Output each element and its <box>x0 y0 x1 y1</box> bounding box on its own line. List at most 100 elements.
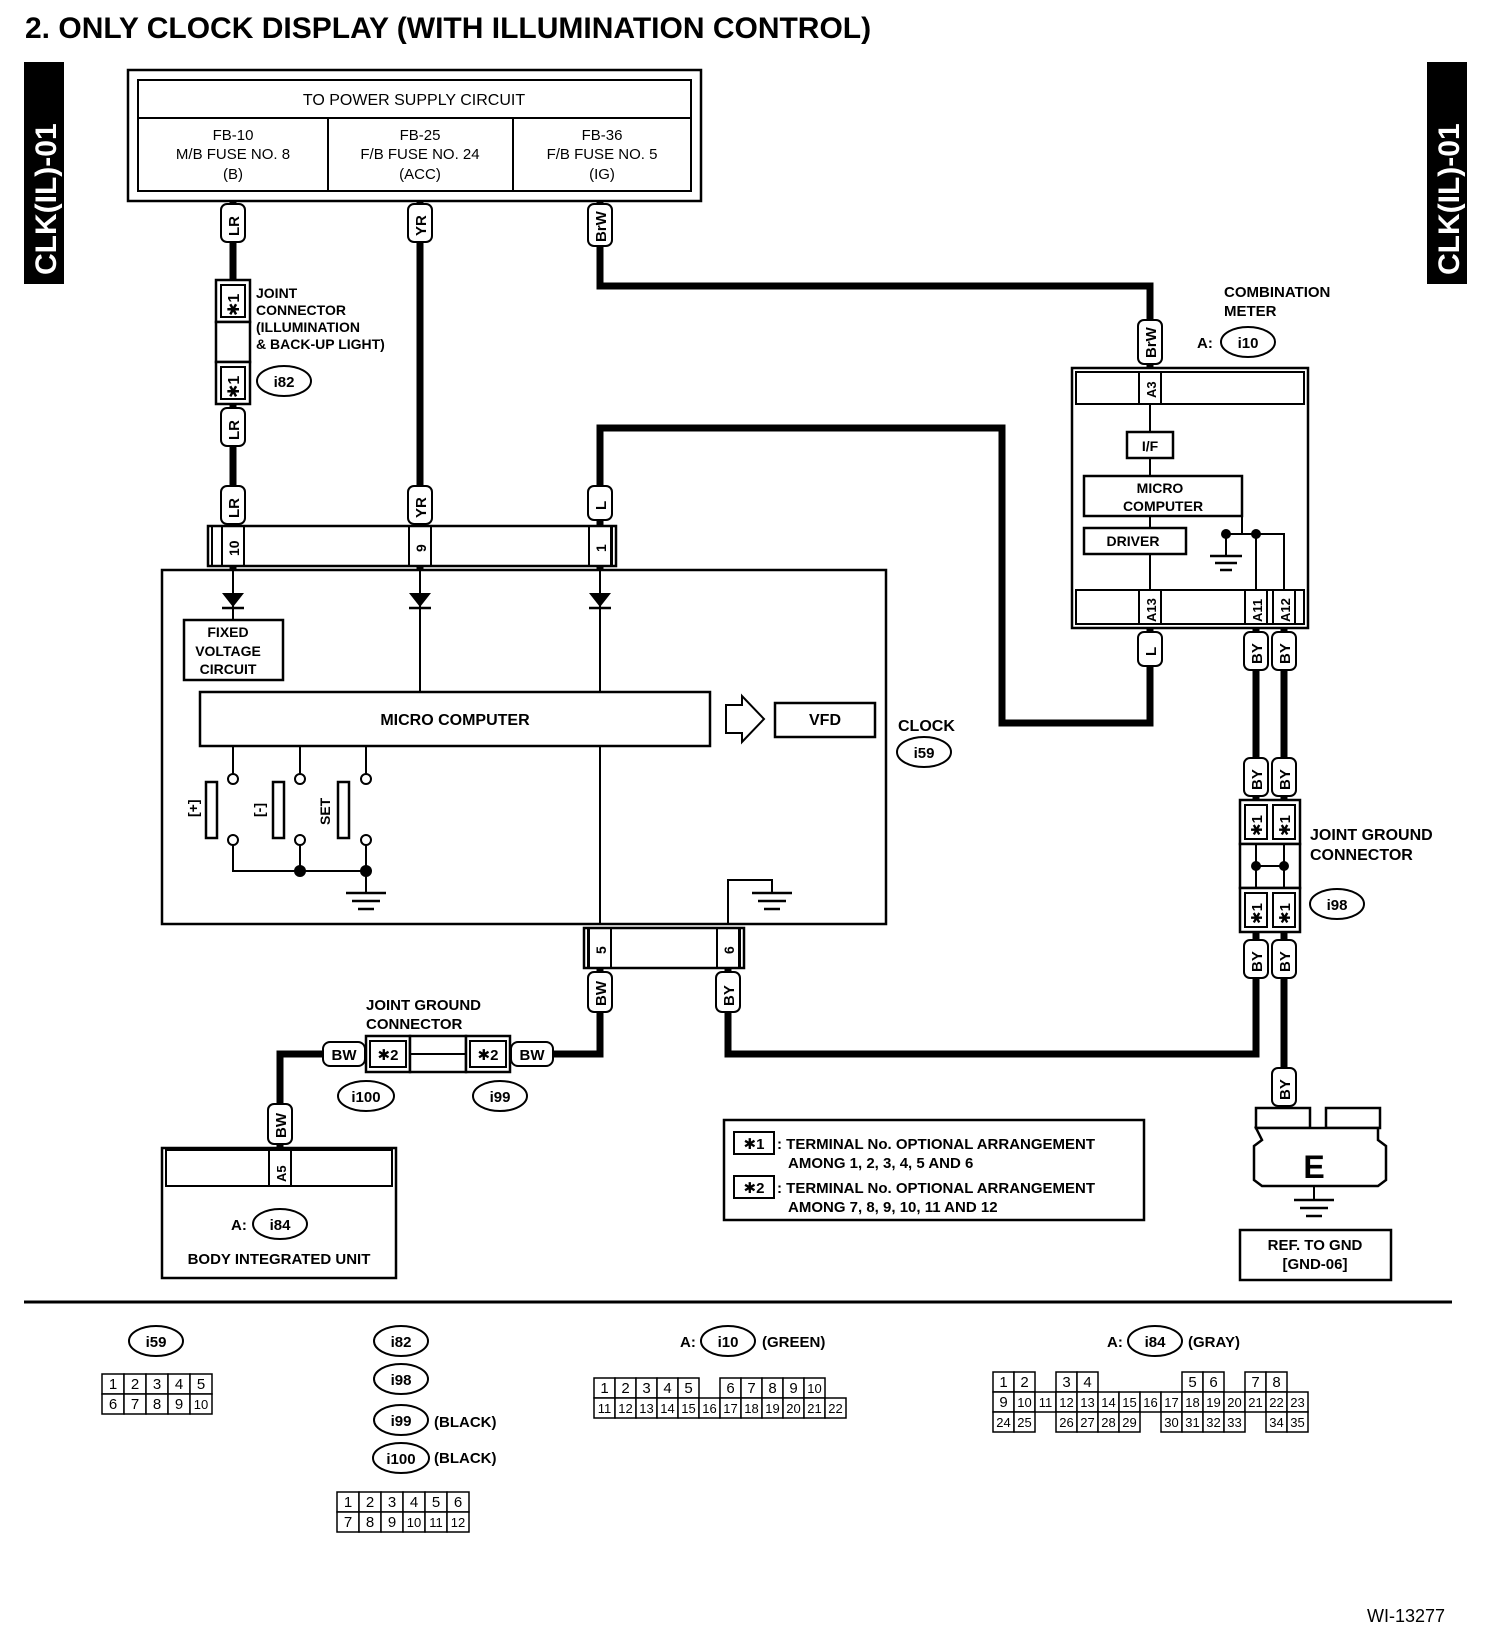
clock-pin-1: 1 <box>593 544 609 552</box>
clock-micro-computer <box>198 690 712 748</box>
pin-number: 8 <box>153 1396 161 1413</box>
vfd-box <box>773 701 877 739</box>
pin-cell <box>824 1397 847 1419</box>
cm-pin-a3: A3 <box>1144 381 1159 398</box>
cv-i98-code: i98 <box>391 1372 412 1389</box>
svg-text:L: L <box>1143 647 1160 656</box>
biu-label: BODY INTEGRATED UNIT <box>188 1251 371 1268</box>
pin-number: 4 <box>663 1380 671 1397</box>
wire-label-yr-2: YR <box>407 485 433 525</box>
ground-e: E REF. TO GND [GND-06] <box>1238 1106 1393 1282</box>
pin-number: 16 <box>702 1401 716 1416</box>
pin-number: 11 <box>429 1515 443 1530</box>
jc-i82-mark-1: ✱1 <box>226 294 243 316</box>
wire-label-lr-1: LR <box>220 203 246 243</box>
pin-number: 11 <box>1039 1395 1053 1410</box>
ground-ref-1: REF. TO GND <box>1268 1237 1363 1254</box>
switch-minus: [-] <box>251 803 267 817</box>
svg-text:BrW: BrW <box>593 210 610 242</box>
fixed-voltage-circuit <box>182 618 285 682</box>
pin-number: 23 <box>1290 1395 1304 1410</box>
pin-number: 8 <box>366 1514 374 1531</box>
pin-cell <box>446 1511 470 1533</box>
jc-i82-mark-2: ✱1 <box>226 376 243 398</box>
pin-number: 4 <box>1083 1374 1091 1391</box>
pin-number: 9 <box>388 1514 396 1531</box>
pin-number: 8 <box>1272 1374 1280 1391</box>
pin-number: 5 <box>197 1376 205 1393</box>
cm-micro-2: COMPUTER <box>1123 498 1203 514</box>
jgb-code-i99: i99 <box>490 1089 511 1106</box>
pin-number: 13 <box>639 1401 653 1416</box>
fuse-2-id: FB-25 <box>400 127 441 144</box>
pin-number: 20 <box>1227 1395 1241 1410</box>
wire-label-bw-1: BW <box>587 971 613 1013</box>
jg98-mark-4: ✱1 <box>1277 903 1294 924</box>
svg-text:BY: BY <box>1249 951 1266 972</box>
pin-number: 5 <box>1188 1374 1196 1391</box>
clock-micro-label: MICRO COMPUTER <box>380 712 530 729</box>
clock-code: i59 <box>914 745 935 762</box>
fvc-line-3: CIRCUIT <box>200 661 257 677</box>
pin-cell <box>1013 1411 1036 1433</box>
pin-number: 9 <box>175 1396 183 1413</box>
pin-number: 4 <box>175 1376 183 1393</box>
pin-number: 19 <box>1206 1395 1220 1410</box>
clock-pin-5: 5 <box>593 946 609 954</box>
clock-pin-6: 6 <box>721 946 737 954</box>
jc-i82-line-2: CONNECTOR <box>256 302 346 318</box>
pin-number: 19 <box>765 1401 779 1416</box>
pin-number: 1 <box>109 1376 117 1393</box>
jc-i82-code: i82 <box>274 374 295 391</box>
cv-i84-color: (GRAY) <box>1188 1334 1240 1351</box>
note-2-line-2: AMONG 7, 8, 9, 10, 11 AND 12 <box>788 1199 998 1216</box>
pin-number: 2 <box>131 1376 139 1393</box>
fuse-1-name: M/B FUSE NO. 8 <box>176 146 290 163</box>
pin-number: 14 <box>660 1401 674 1416</box>
svg-text:YR: YR <box>413 215 430 236</box>
ground-letter: E <box>1303 1149 1324 1185</box>
jg98-line-1: JOINT GROUND <box>1310 827 1433 844</box>
pin-number: 7 <box>344 1514 352 1531</box>
svg-text:BY: BY <box>1277 951 1294 972</box>
jg98-code: i98 <box>1327 897 1348 914</box>
cm-driver: DRIVER <box>1107 533 1160 549</box>
wire-label-bw-2: BW <box>267 1103 293 1145</box>
pin-number: 6 <box>109 1396 117 1413</box>
pin-number: 12 <box>451 1515 465 1530</box>
wire-label-by-5: BY <box>1243 939 1269 979</box>
svg-text:BW: BW <box>520 1047 546 1064</box>
pin-number: 17 <box>723 1401 737 1416</box>
switch-plus: [+] <box>185 800 201 818</box>
joint-ground-connector-bottom: JOINT GROUND CONNECTOR BW ✱2 ✱2 BW i100 … <box>322 997 554 1112</box>
jg98-mark-1: ✱1 <box>1249 815 1266 836</box>
svg-text:LR: LR <box>226 420 243 440</box>
pin-cell <box>1223 1411 1246 1433</box>
cv-i100-color: (BLACK) <box>434 1450 496 1467</box>
pin-number: 17 <box>1164 1395 1178 1410</box>
pin-number: 7 <box>131 1396 139 1413</box>
wire-label-brw-1: BrW <box>587 203 613 247</box>
cm-micro-1: MICRO <box>1137 480 1184 496</box>
body-integrated-unit: A5 A: i84 BODY INTEGRATED UNIT <box>160 1146 398 1280</box>
svg-text:BW: BW <box>273 1112 290 1138</box>
wire-label-yr-1: YR <box>407 203 433 243</box>
svg-text:BY: BY <box>1249 769 1266 790</box>
svg-text:LR: LR <box>226 216 243 236</box>
pin-number: 30 <box>1164 1415 1178 1430</box>
wire-label-by-1: BY <box>1243 631 1269 671</box>
jc-i82-line-1: JOINT <box>256 285 298 301</box>
pin-number: 9 <box>789 1380 797 1397</box>
cv-i59-code: i59 <box>146 1334 167 1351</box>
pin-number: 13 <box>1080 1395 1094 1410</box>
biu-pin-a5: A5 <box>274 1165 289 1182</box>
pin-number: 1 <box>600 1380 608 1397</box>
svg-text:LR: LR <box>226 498 243 518</box>
wire-label-l-1: L <box>587 485 613 521</box>
vfd-label: VFD <box>809 712 841 729</box>
joint-ground-connector-i98: ✱1 ✱1 ✱1 ✱1 JOINT GROUND CONNECTOR i98 <box>1238 798 1433 934</box>
wire-label-lr-3: LR <box>220 485 246 525</box>
pin-number: 3 <box>388 1494 396 1511</box>
fuse-3-id: FB-36 <box>582 127 623 144</box>
